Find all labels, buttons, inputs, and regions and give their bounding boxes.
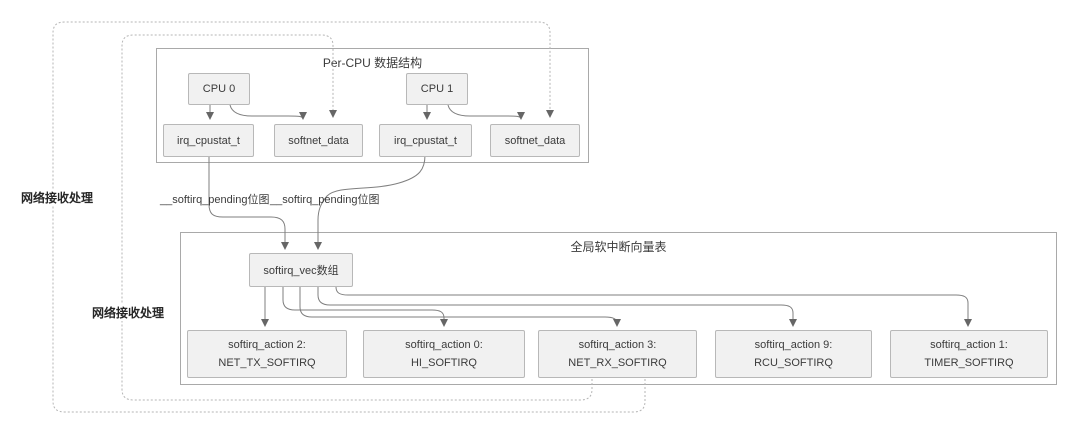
edge-vec-to-hi [282,287,448,327]
cpu1-label: CPU 1 [420,83,454,95]
edge-netrx-to-softnet-left-dotted [121,34,593,401]
softirq-pending-label-right: __softirq_pending位图 [270,194,380,206]
cpu0-label: CPU 0 [202,83,236,95]
edge-irq-left-to-vec [208,155,289,250]
global-softirq-group-title: 全局软中断向量表 [570,240,667,254]
edge-vec-to-rcu [317,287,797,327]
edge-irq-right-to-vec [314,154,426,250]
irq-cpustat-left-label: irq_cpustat_t [177,134,240,147]
edge-vec-to-timer [335,286,972,327]
softnet-data-left-label: softnet_data [288,134,349,147]
irq-cpustat-left-node: irq_cpustat_t [163,124,254,157]
action-index: softirq_action 2: [228,339,306,351]
softnet-data-left-node: softnet_data [274,124,363,157]
network-receive-label-inner: 网络接收处理 [92,304,165,321]
softirq-action-net-rx-node: softirq_action 3: NET_RX_SOFTIRQ [538,330,697,378]
action-name: TIMER_SOFTIRQ [924,357,1014,369]
action-name: HI_SOFTIRQ [410,357,477,369]
softnet-data-right-node: softnet_data [490,124,580,157]
per-cpu-group-title: Per-CPU 数据结构 [322,56,423,70]
action-name: NET_TX_SOFTIRQ [218,357,316,369]
action-index: softirq_action 0: [405,339,483,351]
softirq-action-timer-node: softirq_action 1: TIMER_SOFTIRQ [890,330,1048,378]
cpu0-node: CPU 0 [188,73,250,105]
action-index: softirq_action 3: [578,339,657,351]
edge-netrx-to-softnet-right-dotted [52,21,646,413]
softirq-vec-label: softirq_vec数组 [263,265,339,277]
action-name: RCU_SOFTIRQ [754,357,833,369]
action-index: softirq_action 1: [930,339,1008,351]
softirq-vec-node: softirq_vec数组 [249,253,353,287]
irq-cpustat-right-label: irq_cpustat_t [394,134,457,147]
edge-vec-to-net-rx [299,287,621,327]
irq-cpustat-right-node: irq_cpustat_t [379,124,472,157]
softirq-action-net-tx-node: softirq_action 2: NET_TX_SOFTIRQ [187,330,347,378]
softirq-action-rcu-node: softirq_action 9: RCU_SOFTIRQ [715,330,872,378]
action-index: softirq_action 9: [754,339,833,351]
softnet-data-right-label: softnet_data [504,134,566,147]
softirq-action-hi-node: softirq_action 0: HI_SOFTIRQ [363,330,525,378]
cpu1-node: CPU 1 [406,73,468,105]
edge-cpu0-to-softnet [229,104,307,120]
action-name: NET_RX_SOFTIRQ [568,357,667,369]
softirq-pending-label-left: __softirq_pending位图 [160,194,270,206]
edge-cpu1-to-softnet [447,104,525,120]
network-receive-label-outer: 网络接收处理 [21,189,94,206]
